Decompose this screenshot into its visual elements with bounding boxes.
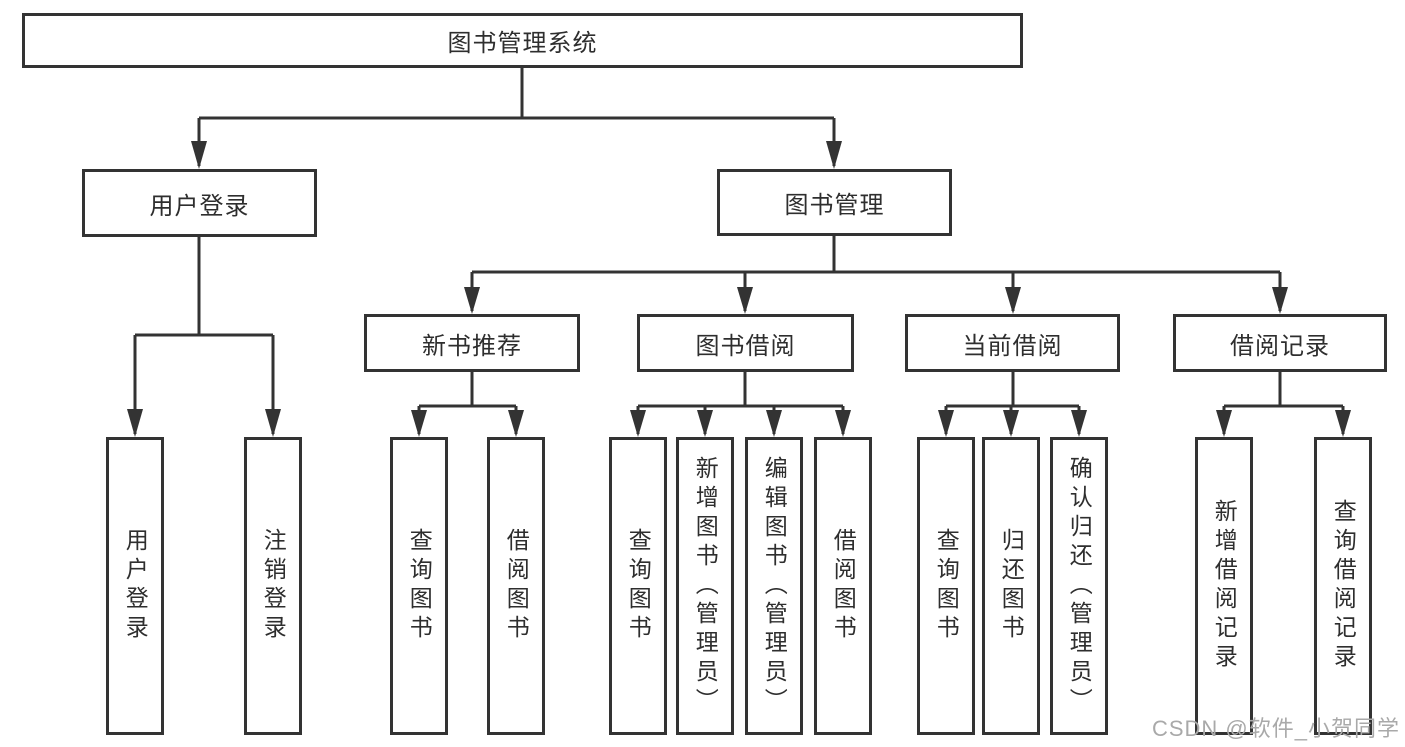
arrow-down-icon — [1005, 287, 1021, 314]
connector-book-borrow-children — [630, 372, 851, 437]
node-leaf-add-books-admin: 新增图书（管理员） — [676, 437, 734, 735]
node-label: 查询借阅记录 — [1330, 499, 1357, 673]
node-label: 借阅记录 — [1230, 332, 1330, 360]
node-label: 归还图书 — [998, 528, 1025, 644]
arrow-down-icon — [630, 410, 646, 437]
arrow-down-icon — [1272, 287, 1288, 314]
node-label: 查询图书 — [625, 528, 652, 644]
node-label: 新书推荐 — [422, 332, 522, 360]
arrow-down-icon — [1071, 410, 1087, 437]
node-leaf-edit-books-admin: 编辑图书（管理员） — [745, 437, 803, 735]
node-label: 确认归还（管理员） — [1066, 455, 1093, 717]
node-current-borrow: 当前借阅 — [905, 314, 1120, 372]
arrow-down-icon — [826, 141, 842, 169]
arrow-down-icon — [938, 410, 954, 437]
node-label: 查询图书 — [406, 528, 433, 644]
node-label: 用户登录 — [122, 528, 149, 644]
connector-user-login-children — [127, 237, 281, 437]
node-label: 新增借阅记录 — [1211, 499, 1238, 673]
node-leaf-borrow-books-recommend: 借阅图书 — [487, 437, 545, 735]
connector-new-book-recommend-children — [411, 372, 524, 437]
node-book-management: 图书管理 — [717, 169, 952, 236]
node-label: 图书管理系统 — [447, 30, 598, 57]
node-label: 用户登录 — [149, 192, 250, 220]
arrow-down-icon — [1003, 410, 1019, 437]
node-label: 图书管理 — [784, 192, 885, 219]
arrow-down-icon — [411, 410, 427, 437]
node-leaf-add-borrow-record: 新增借阅记录 — [1195, 437, 1253, 735]
connector-root-to-level2 — [191, 68, 842, 169]
arrow-down-icon — [191, 141, 207, 169]
node-user-login: 用户登录 — [82, 169, 317, 237]
node-label: 图书借阅 — [695, 332, 796, 360]
node-leaf-user-login: 用户登录 — [106, 437, 164, 735]
node-library-management-system: 图书管理系统 — [22, 13, 1023, 68]
arrow-down-icon — [766, 410, 782, 437]
node-label: 新增图书（管理员） — [692, 455, 719, 717]
node-label: 借阅图书 — [830, 528, 857, 644]
connector-borrow-records-children — [1216, 372, 1351, 437]
node-label: 借阅图书 — [503, 528, 530, 644]
arrow-down-icon — [127, 409, 143, 437]
connector-current-borrow-children — [938, 372, 1087, 437]
node-label: 当前借阅 — [962, 332, 1063, 360]
csdn-watermark: CSDN @软件_小贺同学 — [1151, 716, 1400, 741]
node-leaf-borrow-books-borrowing: 借阅图书 — [814, 437, 872, 735]
node-book-borrow: 图书借阅 — [637, 314, 854, 372]
arrow-down-icon — [737, 287, 753, 314]
node-leaf-query-books-borrowing: 查询图书 — [609, 437, 667, 735]
node-borrow-records: 借阅记录 — [1173, 314, 1387, 372]
node-label: 编辑图书（管理员） — [761, 455, 788, 717]
arrow-down-icon — [835, 410, 851, 437]
arrow-down-icon — [1216, 410, 1232, 437]
arrow-down-icon — [1335, 410, 1351, 437]
node-label: 查询图书 — [933, 528, 960, 644]
node-leaf-query-books-recommend: 查询图书 — [390, 437, 448, 735]
node-label: 注销登录 — [260, 528, 287, 644]
node-leaf-query-books-current: 查询图书 — [917, 437, 975, 735]
node-leaf-logout: 注销登录 — [244, 437, 302, 735]
node-leaf-query-borrow-record: 查询借阅记录 — [1314, 437, 1372, 735]
arrow-down-icon — [464, 287, 480, 314]
node-leaf-confirm-return-admin: 确认归还（管理员） — [1050, 437, 1108, 735]
node-leaf-return-books: 归还图书 — [982, 437, 1040, 735]
node-new-book-recommend: 新书推荐 — [364, 314, 580, 372]
arrow-down-icon — [508, 410, 524, 437]
arrow-down-icon — [265, 409, 281, 437]
arrow-down-icon — [697, 410, 713, 437]
connector-book-management-children — [464, 236, 1288, 314]
